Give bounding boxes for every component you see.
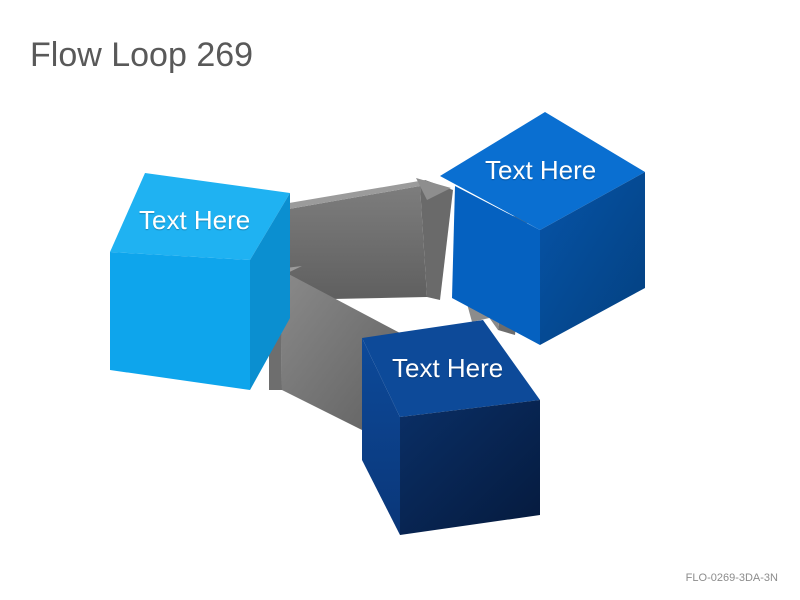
cube-3 <box>362 320 540 535</box>
cube-1-label: Text Here <box>139 205 251 235</box>
slide-code: FLO-0269-3DA-3N <box>685 572 778 584</box>
arrow-cube1-to-cube2 <box>283 178 453 300</box>
cube-1 <box>110 173 290 390</box>
cube-2 <box>440 112 645 345</box>
cube-2-label: Text Here <box>485 155 597 185</box>
cube-3-label: Text Here <box>392 353 504 383</box>
page-title: Flow Loop 269 <box>30 36 254 74</box>
